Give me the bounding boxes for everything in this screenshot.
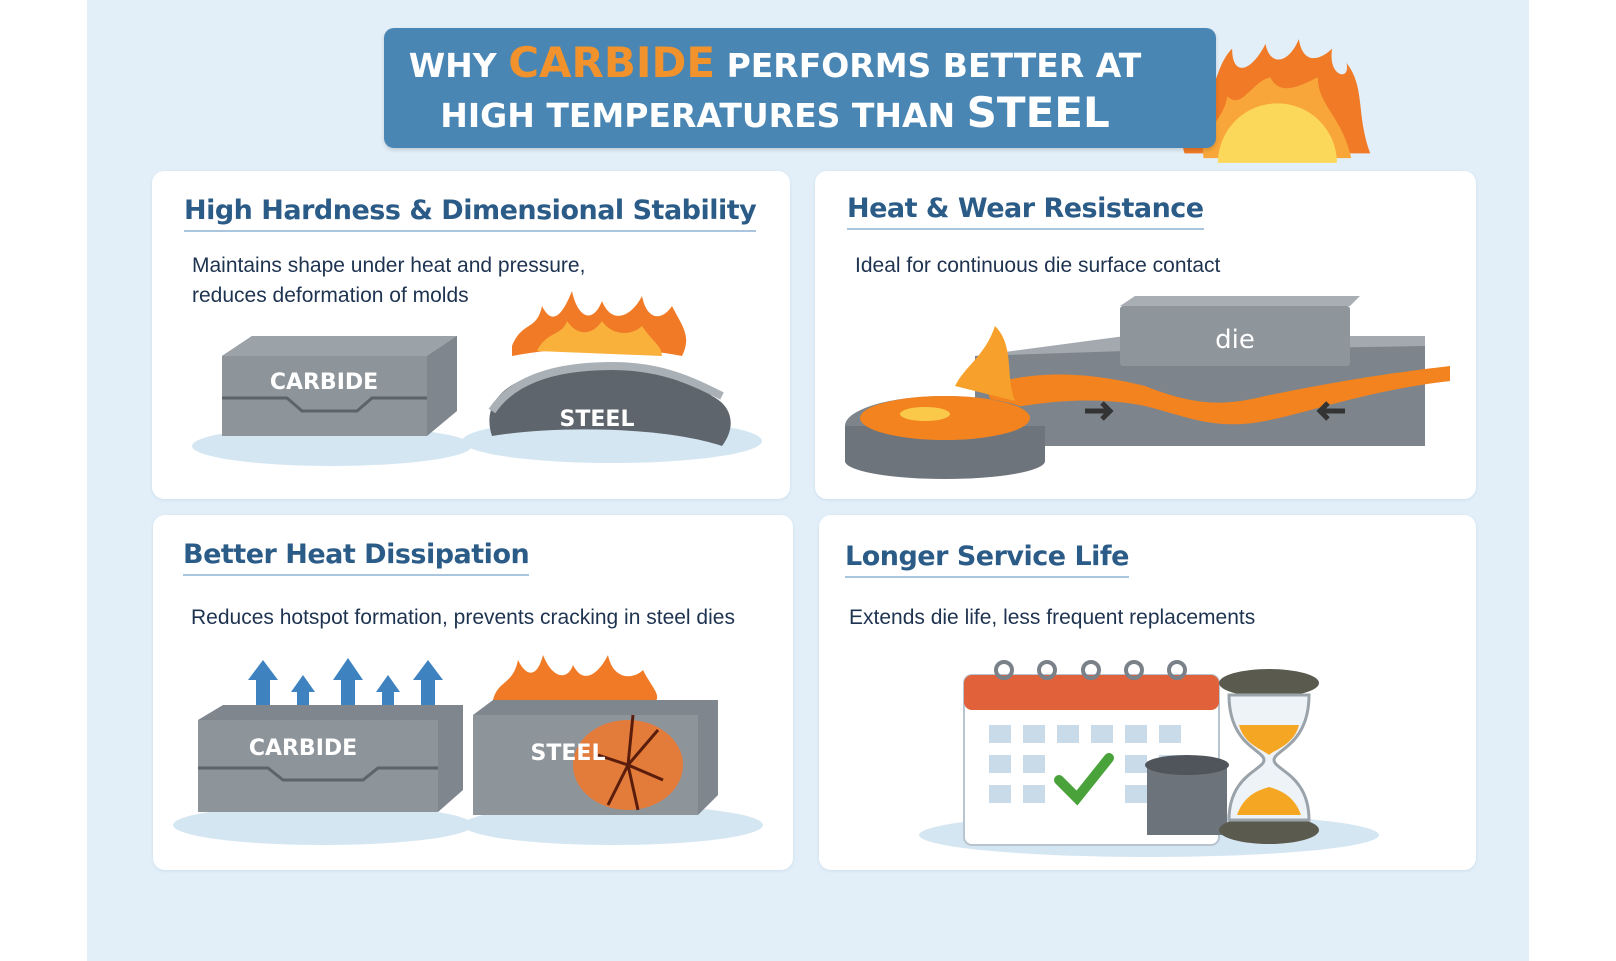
title-banner: WHY CARBIDE PERFORMS BETTER AT HIGH TEMP… xyxy=(384,28,1216,148)
card-text: Extends die life, less frequent replacem… xyxy=(849,606,1256,629)
steel-label: STEEL xyxy=(560,407,635,432)
flame-icon xyxy=(493,655,658,705)
title-why: WHY xyxy=(408,46,497,85)
card-text: Maintains shape under heat and pressure,… xyxy=(192,251,585,311)
card-heat-wear: Heat & Wear Resistance Ideal for continu… xyxy=(815,171,1476,499)
card-service-life: Longer Service Life Extends die life, le… xyxy=(819,515,1476,870)
molten-metal-die-illustration: die xyxy=(845,296,1450,479)
card-text: Reduces hotspot formation, prevents crac… xyxy=(191,606,735,629)
card-heading: Longer Service Life xyxy=(845,541,1130,578)
heat-dissipation-illustration: CARBIDE STEEL xyxy=(173,655,763,845)
carbide-label: CARBIDE xyxy=(249,736,357,761)
card-heat-dissipation: Better Heat Dissipation Reduces hotspot … xyxy=(153,515,793,870)
service-life-illustration xyxy=(919,660,1379,857)
hourglass-icon xyxy=(1219,669,1319,844)
text-line: Maintains shape under heat and pressure, xyxy=(192,254,586,277)
arrow-right-icon xyxy=(1085,401,1114,421)
title-carbide: CARBIDE xyxy=(508,38,716,87)
title-line2: HIGH TEMPERATURES THAN xyxy=(440,96,956,135)
title-line1-rest: PERFORMS BETTER AT xyxy=(726,46,1142,85)
burning-sun-icon xyxy=(1182,39,1371,163)
steel-label: STEEL xyxy=(531,741,606,766)
card-heading: Heat & Wear Resistance xyxy=(847,193,1204,230)
carbide-vs-steel-illustration: CARBIDE STEEL xyxy=(192,291,762,466)
arrow-left-icon xyxy=(1316,401,1345,421)
card-heading: High Hardness & Dimensional Stability xyxy=(184,195,757,232)
card-heading: Better Heat Dissipation xyxy=(183,539,530,576)
text-line: reduces deformation of molds xyxy=(192,284,469,307)
crack-icon xyxy=(597,714,664,811)
cylinder-die-icon xyxy=(1145,755,1229,835)
checkmark-icon xyxy=(1054,753,1114,806)
die-label: die xyxy=(1215,325,1255,355)
title-steel: STEEL xyxy=(966,88,1110,137)
carbide-label: CARBIDE xyxy=(270,370,378,395)
card-text: Ideal for continuous die surface contact xyxy=(855,254,1221,277)
heat-up-arrows-icon xyxy=(248,658,443,710)
card-hardness: High Hardness & Dimensional Stability Ma… xyxy=(152,171,790,499)
